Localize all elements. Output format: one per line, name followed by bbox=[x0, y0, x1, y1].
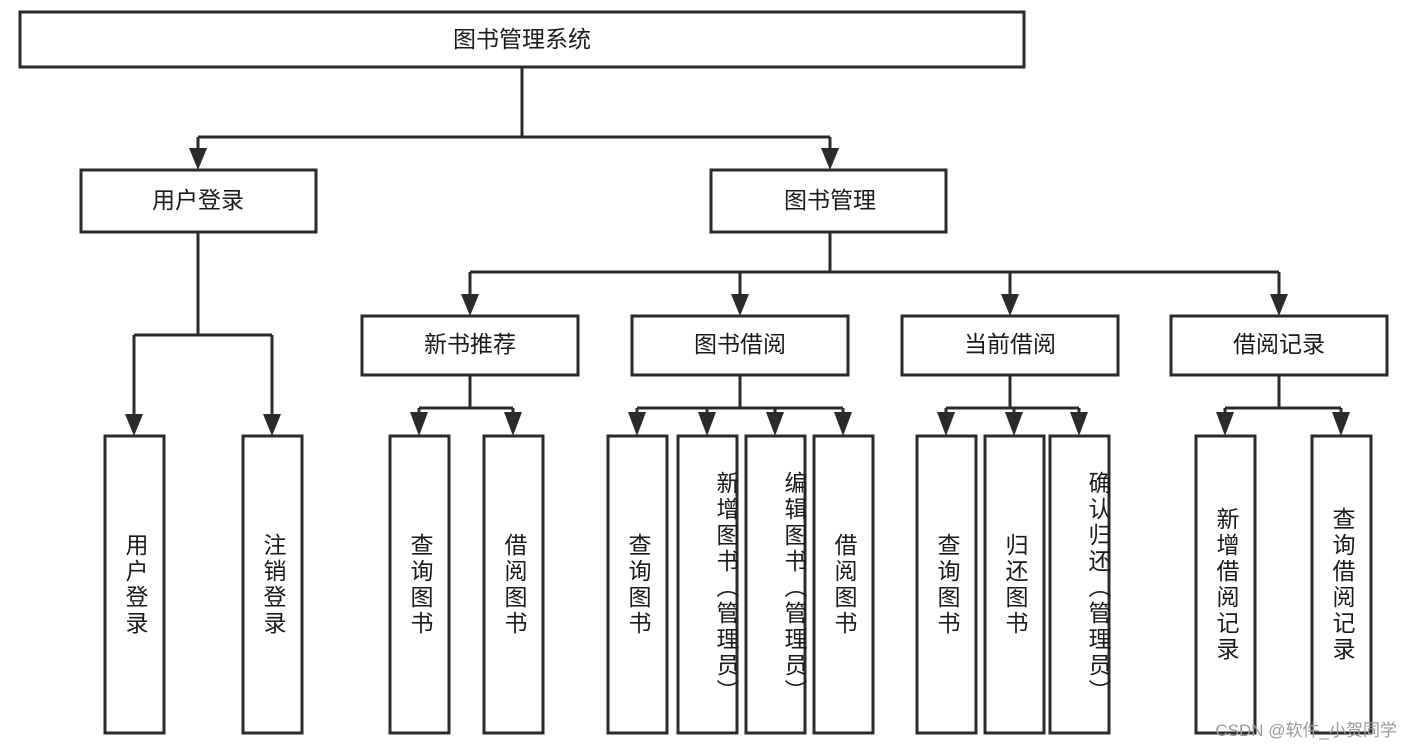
node-user-login-label: 用户登录 bbox=[152, 187, 244, 213]
arrow-head-leaf-add-record bbox=[1216, 412, 1234, 436]
leaf-box-logout[interactable] bbox=[241, 434, 304, 735]
node-borrow-record[interactable]: 借阅记录 bbox=[1169, 314, 1389, 377]
leaf-box-return-book[interactable] bbox=[983, 434, 1046, 735]
node-root-box[interactable] bbox=[18, 10, 1026, 69]
arrow-head-leaf-add-book bbox=[698, 412, 716, 436]
node-current-borrow-box[interactable] bbox=[900, 314, 1120, 377]
node-user-login[interactable]: 用户登录 bbox=[79, 168, 318, 234]
arrow-head-leaf-query-record bbox=[1332, 412, 1350, 436]
arrow-head-borrow-record bbox=[1270, 294, 1288, 316]
leaf-boxes bbox=[103, 434, 1373, 735]
arrow-head-leaf-query-book-1 bbox=[410, 412, 428, 436]
edges-borrow-to-leaves bbox=[628, 375, 852, 436]
arrow-head-leaf-return-book bbox=[1005, 412, 1023, 436]
leaf-box-borrow-book-1[interactable] bbox=[482, 434, 545, 735]
node-root-label: 图书管理系统 bbox=[453, 26, 591, 52]
arrow-head-leaf-user-login bbox=[125, 414, 143, 436]
node-book-manage-label: 图书管理 bbox=[784, 187, 876, 213]
arrow-head-leaf-logout bbox=[263, 414, 281, 436]
arrow-head-new-book-recommend bbox=[461, 294, 479, 316]
edges-current-to-leaves bbox=[937, 375, 1088, 436]
edges-recommend-to-leaves bbox=[410, 375, 522, 436]
node-new-book-recommend[interactable]: 新书推荐 bbox=[360, 314, 580, 377]
arrow-head-book-borrow bbox=[731, 294, 749, 316]
leaf-box-query-record[interactable] bbox=[1310, 434, 1373, 735]
node-book-borrow[interactable]: 图书借阅 bbox=[630, 314, 850, 377]
arrow-head-book-manage bbox=[821, 148, 839, 170]
node-book-borrow-label: 图书借阅 bbox=[694, 331, 786, 357]
leaf-box-add-record[interactable] bbox=[1194, 434, 1257, 735]
node-user-login-box[interactable] bbox=[79, 168, 318, 234]
node-current-borrow-label: 当前借阅 bbox=[964, 331, 1056, 357]
node-borrow-record-box[interactable] bbox=[1169, 314, 1389, 377]
arrow-head-leaf-query-book-3 bbox=[937, 412, 955, 436]
node-current-borrow[interactable]: 当前借阅 bbox=[900, 314, 1120, 377]
edges-root-to-level2 bbox=[189, 67, 839, 170]
watermark-text: CSDN @软件_小贺同学 bbox=[1215, 721, 1397, 740]
arrow-head-current-borrow bbox=[1001, 294, 1019, 316]
edges-book-manage-to-level3 bbox=[461, 232, 1288, 316]
node-root[interactable]: 图书管理系统 bbox=[18, 10, 1026, 69]
arrow-head-leaf-edit-book bbox=[766, 412, 784, 436]
arrow-head-leaf-borrow-book-2 bbox=[834, 412, 852, 436]
arrow-head-leaf-borrow-book-1 bbox=[504, 412, 522, 436]
node-book-manage-box[interactable] bbox=[709, 168, 948, 234]
leaf-box-user-login[interactable] bbox=[103, 434, 166, 735]
node-borrow-record-label: 借阅记录 bbox=[1233, 331, 1325, 357]
arrow-head-user-login bbox=[189, 148, 207, 170]
node-new-book-recommend-label: 新书推荐 bbox=[424, 331, 516, 357]
leaf-box-query-book-1[interactable] bbox=[388, 434, 451, 735]
node-book-manage[interactable]: 图书管理 bbox=[709, 168, 948, 234]
leaf-box-add-book[interactable] bbox=[676, 434, 739, 735]
edges-record-to-leaves bbox=[1216, 375, 1350, 436]
node-new-book-recommend-box[interactable] bbox=[360, 314, 580, 377]
leaf-box-confirm-return[interactable] bbox=[1048, 434, 1111, 735]
leaf-box-query-book-3[interactable] bbox=[915, 434, 978, 735]
edges-user-login-to-leaves bbox=[125, 232, 281, 436]
arrow-head-leaf-query-book-2 bbox=[628, 412, 646, 436]
leaf-box-edit-book[interactable] bbox=[744, 434, 807, 735]
leaf-box-query-book-2[interactable] bbox=[606, 434, 669, 735]
arrow-head-leaf-confirm-return bbox=[1070, 412, 1088, 436]
leaf-box-borrow-book-2[interactable] bbox=[812, 434, 875, 735]
node-book-borrow-box[interactable] bbox=[630, 314, 850, 377]
